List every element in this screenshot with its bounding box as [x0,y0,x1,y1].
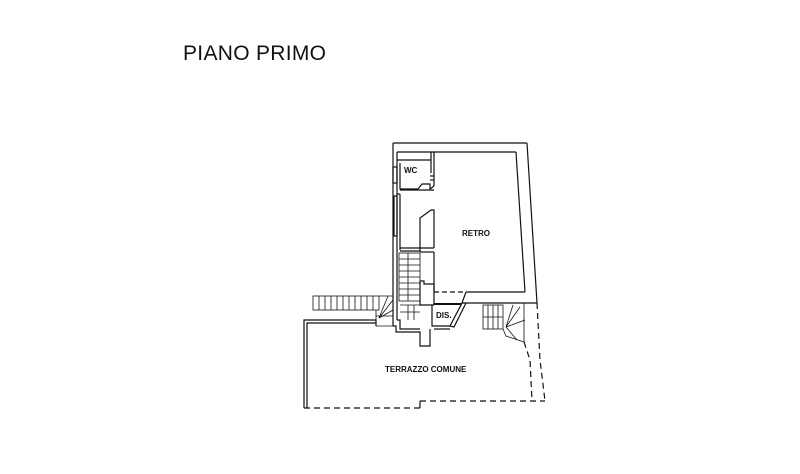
outer-walls [392,142,538,326]
label-retro: RETRO [462,229,490,238]
left-external-stair [312,295,394,327]
internal-stair [398,252,421,302]
label-wc: WC [404,166,418,175]
wc-walls [392,152,435,191]
right-external-stair [482,303,526,343]
dis-walls [393,280,467,347]
terrace-boundary [303,302,546,409]
floor-title: PIANO PRIMO [183,42,327,65]
label-dis: DIS. [436,311,452,320]
label-terrazzo-comune: TERRAZZO COMUNE [385,365,467,374]
